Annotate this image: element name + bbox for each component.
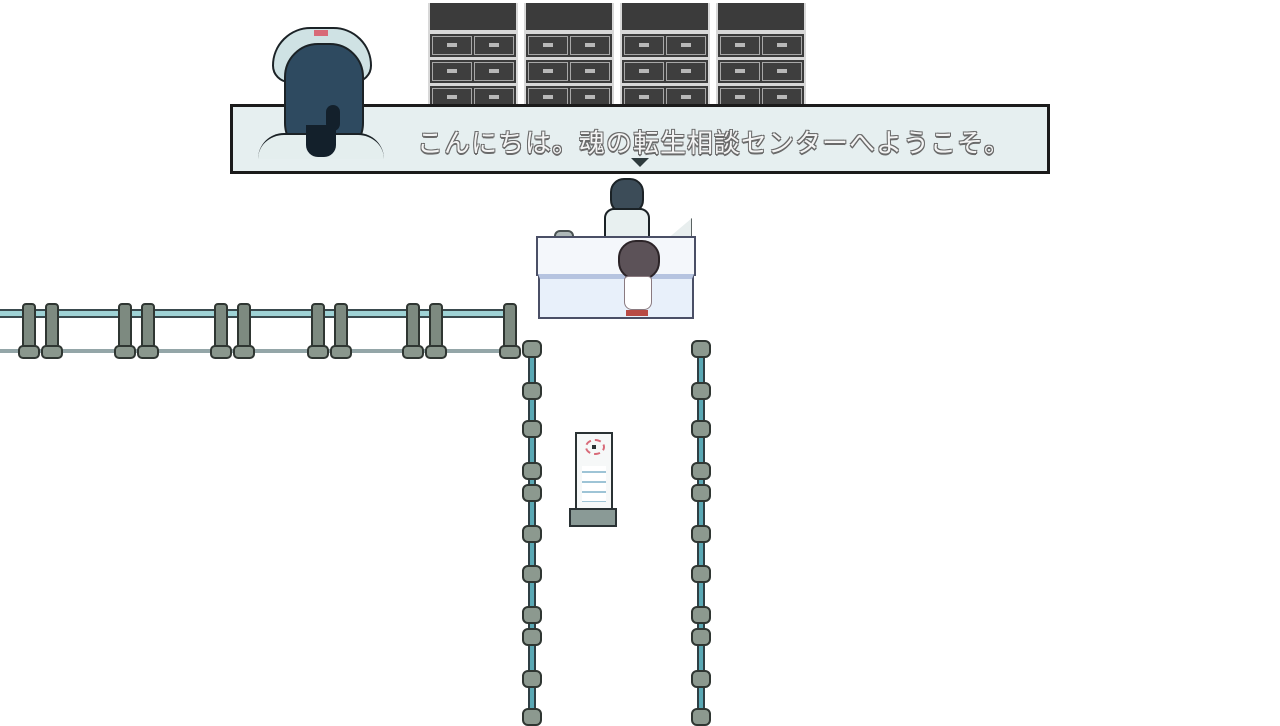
speaker-portrait <box>258 25 386 159</box>
drawer-row <box>622 34 708 57</box>
stanchion-post <box>137 303 159 359</box>
stanchion-post <box>425 303 447 359</box>
drawer <box>528 62 568 81</box>
drawer <box>720 62 760 81</box>
cabinet-top <box>526 3 612 30</box>
drawer-row <box>718 86 804 109</box>
face-hole <box>326 105 340 131</box>
stanchion-knob <box>522 484 542 502</box>
stanchion-knob <box>691 382 711 400</box>
drawer <box>570 62 610 81</box>
filing-cabinet <box>716 3 806 135</box>
cabinet-top <box>718 3 804 30</box>
stanchion-post <box>18 303 40 359</box>
cabinet-top <box>622 3 708 30</box>
info-sign[interactable] <box>575 432 613 514</box>
drawer <box>474 36 514 55</box>
stanchion-knob <box>522 628 542 646</box>
stanchion-knob <box>691 340 711 358</box>
stanchion-knob <box>691 708 711 726</box>
sign-base <box>569 508 617 527</box>
stanchion-knob <box>691 565 711 583</box>
drawer-row <box>526 60 612 83</box>
filing-cabinet <box>428 3 518 135</box>
drawer <box>432 62 472 81</box>
reception-desk <box>536 218 696 319</box>
stanchion-knob <box>522 382 542 400</box>
drawer-row <box>622 86 708 109</box>
sign-dots <box>582 466 606 502</box>
drawer <box>762 62 802 81</box>
filing-cabinet <box>620 3 710 135</box>
drawer-row <box>430 60 516 83</box>
cabinet-top <box>430 3 516 30</box>
eye-pupil-icon <box>592 445 596 449</box>
drawer <box>474 62 514 81</box>
drawer <box>570 36 610 55</box>
drawer-row <box>718 60 804 83</box>
stanchion-post <box>41 303 63 359</box>
stanchion-knob <box>522 565 542 583</box>
eye-icon <box>585 439 605 455</box>
drawer-row <box>526 86 612 109</box>
stanchion-knob <box>691 670 711 688</box>
stanchion-knob <box>691 484 711 502</box>
stanchion-post <box>114 303 136 359</box>
stanchion-knob <box>691 606 711 624</box>
desk-front <box>538 274 694 319</box>
drawer-row <box>430 34 516 57</box>
stanchion-knob <box>522 606 542 624</box>
drawer-row <box>622 60 708 83</box>
dialog-text: こんにちは。魂の転生相談センターへようこそ。 <box>417 129 1012 159</box>
stanchion-knob <box>522 708 542 726</box>
drawer <box>720 36 760 55</box>
cap-cross-icon <box>314 30 328 36</box>
stanchion-knob <box>522 340 542 358</box>
stanchion-post <box>307 303 329 359</box>
player-character[interactable] <box>616 240 660 322</box>
drawer <box>528 36 568 55</box>
advance-arrow-icon[interactable] <box>631 158 649 167</box>
drawer <box>432 36 472 55</box>
player-shoes <box>626 310 648 316</box>
stanchion-post <box>330 303 352 359</box>
player-dress <box>624 276 652 310</box>
stanchion-knob <box>691 462 711 480</box>
stanchion-knob <box>691 525 711 543</box>
stanchion-knob <box>522 462 542 480</box>
stanchion-post <box>233 303 255 359</box>
stanchion-knob <box>522 525 542 543</box>
drawer <box>762 36 802 55</box>
stanchion-post <box>402 303 424 359</box>
stanchion-knob <box>522 420 542 438</box>
neck <box>306 125 336 157</box>
drawer-row <box>718 34 804 57</box>
stanchion-knob <box>522 670 542 688</box>
stanchion-knob <box>691 628 711 646</box>
stanchion-post <box>499 303 521 359</box>
stanchion-knob <box>691 420 711 438</box>
stanchion-post <box>210 303 232 359</box>
drawer <box>666 36 706 55</box>
drawer-row <box>526 34 612 57</box>
player-hair <box>618 240 660 280</box>
nurse-npc[interactable] <box>602 176 650 240</box>
drawer <box>624 36 664 55</box>
rope-upper <box>0 309 512 318</box>
drawer <box>666 62 706 81</box>
drawer <box>624 62 664 81</box>
rope-lower <box>0 349 512 353</box>
